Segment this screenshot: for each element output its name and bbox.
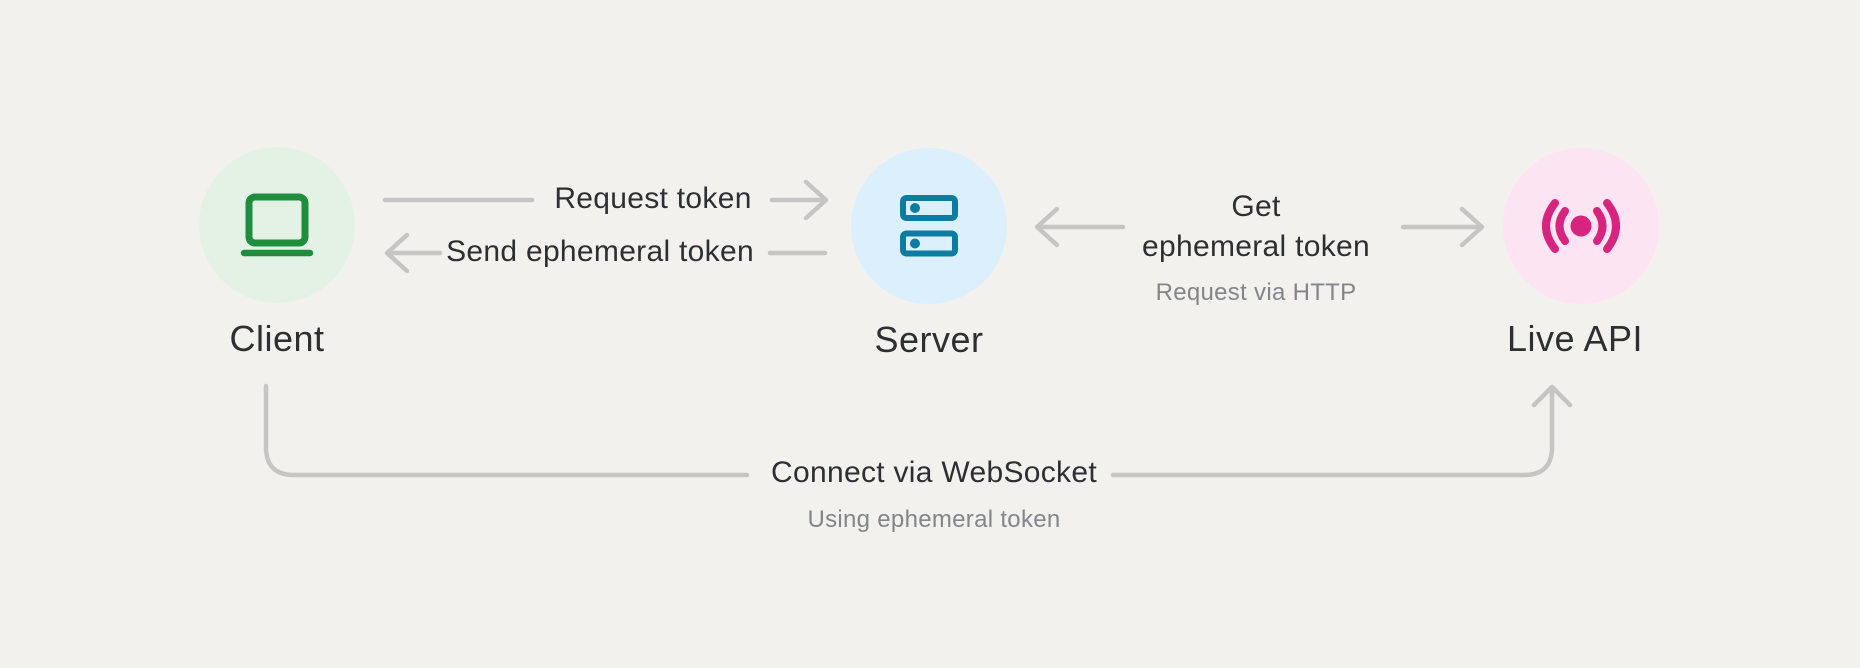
using-ephemeral-token-sublabel: Using ephemeral token <box>807 506 1061 533</box>
arrow-up-icon <box>1531 384 1573 408</box>
arrow-left-icon <box>1034 206 1060 248</box>
server-label: Server <box>874 319 984 360</box>
laptop-icon <box>240 193 314 257</box>
request-via-http-sublabel: Request via HTTP <box>1155 279 1357 306</box>
websocket-line-left <box>263 383 750 478</box>
connect-websocket-label: Connect via WebSocket <box>771 456 1097 489</box>
server-stack-icon <box>900 195 958 257</box>
live-api-node <box>1503 148 1659 304</box>
request-token-label: Request token <box>554 182 752 215</box>
arrow-left-icon <box>384 232 410 274</box>
websocket-line-right <box>1110 387 1555 478</box>
get-ephemeral-token-label-line1: Get <box>1231 190 1281 223</box>
arrow-right-icon <box>803 179 829 221</box>
live-api-label: Live API <box>1506 318 1644 359</box>
live-broadcast-icon <box>1542 199 1620 253</box>
client-label: Client <box>229 318 325 359</box>
client-node <box>199 147 355 303</box>
get-ephemeral-token-label: Get ephemeral token <box>1142 187 1370 267</box>
send-ephemeral-token-label: Send ephemeral token <box>446 235 754 268</box>
get-ephemeral-token-label-line2: ephemeral token <box>1142 230 1370 263</box>
server-node <box>851 148 1007 304</box>
arrow-right-icon <box>1459 206 1485 248</box>
